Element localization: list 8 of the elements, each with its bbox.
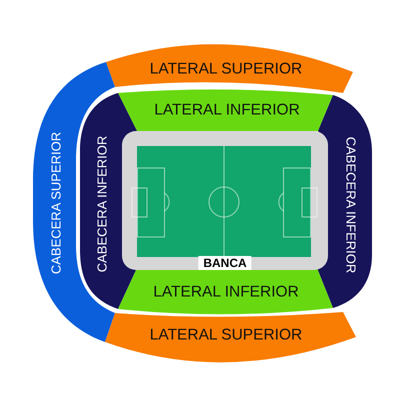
- section-label: CABECERA INFERIOR: [344, 136, 358, 274]
- section-label: CABECERA INFERIOR: [96, 136, 108, 272]
- section-label: LATERAL SUPERIOR: [150, 327, 302, 343]
- section-label: CABECERA SUPERIOR: [50, 132, 62, 274]
- section-label: LATERAL SUPERIOR: [150, 61, 302, 77]
- section-label: LATERAL INFERIOR: [154, 102, 300, 118]
- bench-label: BANCA: [198, 256, 252, 270]
- section-label: LATERAL INFERIOR: [153, 284, 299, 300]
